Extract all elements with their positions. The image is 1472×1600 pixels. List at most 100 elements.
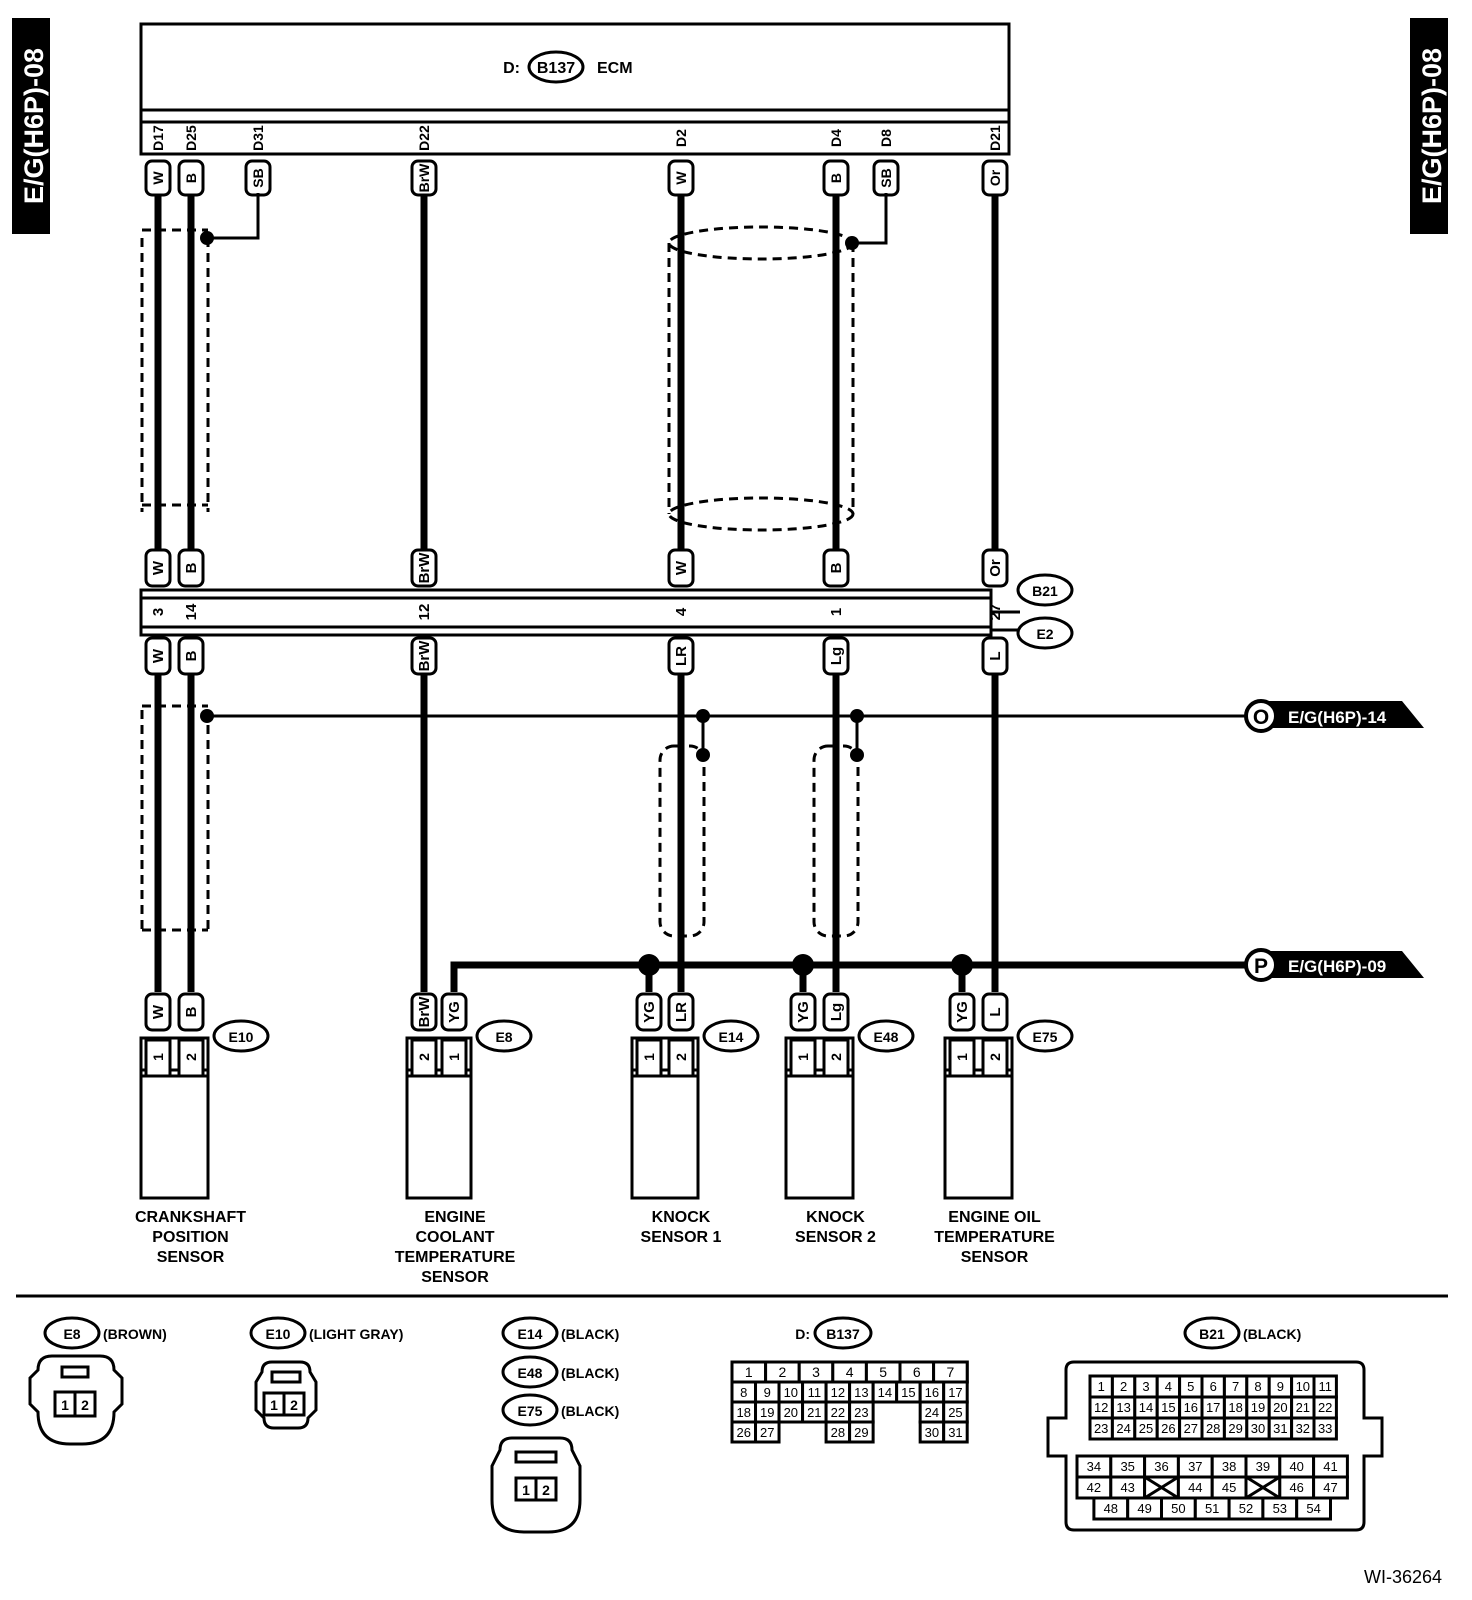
sensor-pin-number: 2 <box>416 1053 432 1061</box>
b137-pin: 15 <box>901 1385 915 1400</box>
b137-pin: 16 <box>925 1385 939 1400</box>
sensor-wire-color: L <box>987 1007 1004 1016</box>
b137-pin: 18 <box>737 1405 751 1420</box>
legend-e10-pin: 2 <box>290 1397 298 1413</box>
wire-color-tag <box>410 636 438 676</box>
ecm-name: ECM <box>597 60 633 77</box>
legend-e8-pin: 1 <box>61 1397 69 1413</box>
legend-e48-id: E48 <box>518 1365 543 1381</box>
b137-pin: 24 <box>925 1405 939 1420</box>
sensor-connector-oval <box>702 1019 760 1053</box>
b21-pin: 46 <box>1289 1480 1303 1495</box>
legend-e75-pin: 1 <box>522 1482 530 1498</box>
sensor-pin-number: 2 <box>828 1053 844 1061</box>
b137-pin: 9 <box>764 1385 771 1400</box>
b21-pin: 28 <box>1206 1421 1220 1436</box>
b137-pin: 21 <box>807 1405 821 1420</box>
sensor-name-line: ENGINE OIL <box>948 1209 1041 1226</box>
b21-pin: 34 <box>1087 1459 1101 1474</box>
b137-pin: 31 <box>948 1425 962 1440</box>
legend-e8-color: (BROWN) <box>103 1326 167 1342</box>
joint-connector: B21 E2 <box>139 573 1074 650</box>
wire-color-tag <box>410 548 438 588</box>
b137-pin: 7 <box>947 1364 955 1380</box>
ecm-connector-id: B137 <box>537 60 575 77</box>
joint-upper-wire-color: B <box>828 562 845 573</box>
b21-pin: 21 <box>1296 1400 1310 1415</box>
ref-p[interactable]: P E/G(H6P)-09 <box>1244 948 1424 982</box>
ecm-connector-oval <box>527 50 585 84</box>
b137-pin: 6 <box>913 1364 921 1380</box>
b137-pin: 14 <box>878 1385 892 1400</box>
wire-color-tag <box>981 548 1009 588</box>
joint-pin-number: 3 <box>150 608 167 616</box>
legend-e10-id: E10 <box>266 1326 291 1342</box>
b137-pin: 3 <box>812 1364 820 1380</box>
upper-wiring <box>140 193 999 550</box>
sensor-pin-number: 1 <box>641 1053 657 1061</box>
b21-pin: 36 <box>1154 1459 1168 1474</box>
joint-lower-wire-color: L <box>987 651 1004 660</box>
legend-e8: E8 (BROWN) 1 2 <box>28 1316 167 1446</box>
b21-pin: 4 <box>1165 1379 1172 1394</box>
sensor-name-line: POSITION <box>152 1229 228 1246</box>
joint-pin-number: 4 <box>673 607 690 616</box>
ecm-pin-number: D22 <box>416 125 432 151</box>
b21-pin: 19 <box>1251 1400 1265 1415</box>
b21-pin: 22 <box>1318 1400 1332 1415</box>
b21-pin: 44 <box>1188 1480 1202 1495</box>
sensor-connector-oval <box>212 1019 270 1053</box>
wire-color-tag <box>635 992 663 1032</box>
sensor-pin-number: 1 <box>446 1053 462 1061</box>
sensor-connector-id: E14 <box>719 1029 744 1045</box>
sensor-connector-id: E48 <box>874 1029 899 1045</box>
b137-pin: 28 <box>831 1425 845 1440</box>
b21-pin: 17 <box>1206 1400 1220 1415</box>
ref-o[interactable]: O E/G(H6P)-14 <box>1244 699 1424 733</box>
ref-o-label: E/G(H6P)-14 <box>1288 708 1387 727</box>
b137-pin: 13 <box>854 1385 868 1400</box>
b21-pin: 42 <box>1087 1480 1101 1495</box>
b21-pin: 7 <box>1232 1379 1239 1394</box>
ecm-wire-color: W <box>150 171 166 185</box>
b137-pin: 5 <box>879 1364 887 1380</box>
right-side-tab: E/G(H6P)-08 <box>1410 18 1448 234</box>
b21-pin: 45 <box>1222 1480 1236 1495</box>
sensor-connector-id: E10 <box>229 1029 254 1045</box>
ecm-pin-number: D17 <box>150 125 166 151</box>
b137-pin: 4 <box>846 1364 854 1380</box>
joint-upper-wire-color: W <box>150 560 167 575</box>
ecm-wire-color: W <box>673 171 689 185</box>
b21-pin: 37 <box>1188 1459 1202 1474</box>
b137-pin: 26 <box>737 1425 751 1440</box>
legend-e14-e48-e75: E14 (BLACK) E48 (BLACK) E75 (BLACK) 1 2 <box>490 1316 619 1534</box>
sensor-name-line: SENSOR <box>961 1249 1029 1266</box>
ecm-block: D: B137 ECM <box>139 22 1011 156</box>
joint-upper-wire-color: Or <box>987 559 1004 577</box>
b21-pin: 38 <box>1222 1459 1236 1474</box>
ref-p-label: E/G(H6P)-09 <box>1288 957 1386 976</box>
b21-pin: 40 <box>1289 1459 1303 1474</box>
b21-pin: 26 <box>1161 1421 1175 1436</box>
b21-pin: 2 <box>1120 1379 1127 1394</box>
b21-pin: 13 <box>1116 1400 1130 1415</box>
b21-pin: 10 <box>1296 1379 1310 1394</box>
b21-pin: 9 <box>1277 1379 1284 1394</box>
sensor-connector-id: E75 <box>1033 1029 1058 1045</box>
sensor-wire-color: B <box>183 1006 200 1017</box>
b21-pin: 50 <box>1171 1501 1185 1516</box>
b21-pin: 47 <box>1323 1480 1337 1495</box>
legend-e8-id: E8 <box>63 1326 80 1342</box>
ref-o-letter: O <box>1253 706 1269 729</box>
sensor-name-line: TEMPERATURE <box>395 1249 516 1266</box>
legend-b137-prefix: D: <box>795 1326 810 1342</box>
joint-pin-number: 27 <box>987 604 1004 621</box>
